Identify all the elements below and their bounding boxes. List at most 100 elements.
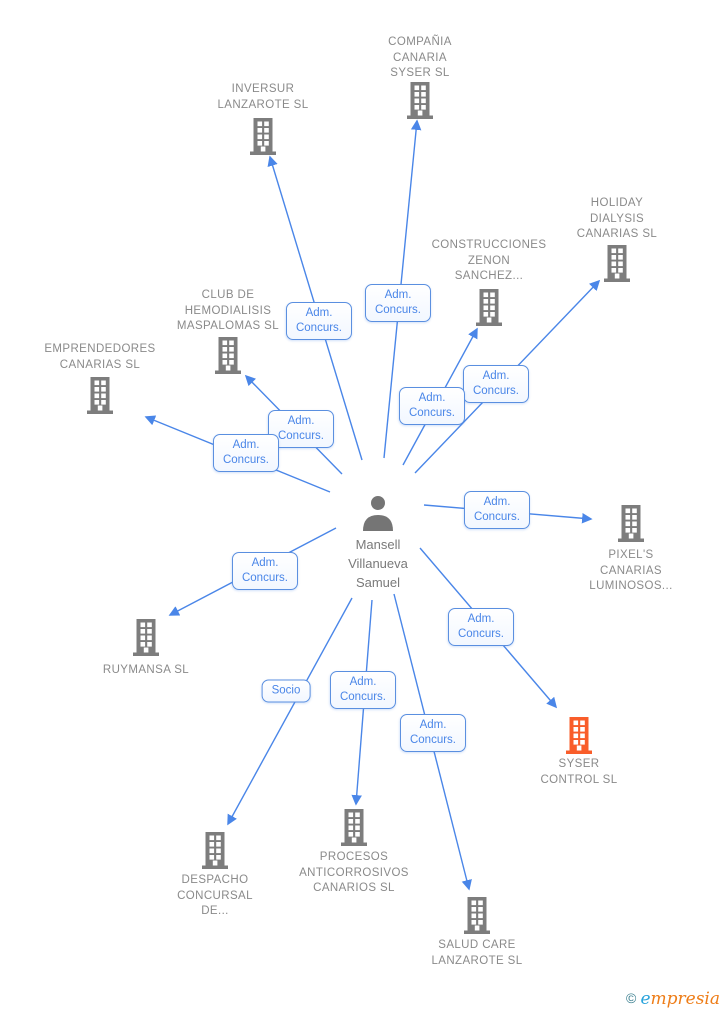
company-label-line: CANARIAS SL [576, 228, 658, 240]
edge-label-syser-control: Adm. Concurs. [447, 608, 515, 646]
edge-label-text: Concurs. [222, 454, 270, 466]
company-label-line: MASPALOMAS SL [176, 320, 280, 332]
company-label-line: PROCESOS [319, 851, 389, 863]
company-node-salud-care-lanzarote[interactable] [461, 896, 493, 939]
edge-label-pixels-canarias: Adm. Concurs. [463, 491, 531, 529]
edge-label-text: Concurs. [241, 572, 289, 584]
company-node-holiday-dialysis[interactable] [601, 244, 633, 287]
company-label-syser-control[interactable]: SYSER CONTROL SL [504, 757, 654, 788]
company-label-line: CANARIAS [600, 564, 662, 577]
company-label-emprendedores-canarias[interactable]: EMPRENDEDORES CANARIAS SL [25, 342, 175, 373]
edge-label-holiday-dialysis: Adm. Concurs. [462, 365, 530, 403]
company-label-procesos-anticorrosivos[interactable]: PROCESOS ANTICORROSIVOS CANARIOS SL [279, 850, 429, 897]
company-label-line: SYSER SL [390, 67, 450, 79]
company-node-compania-canaria-syser[interactable] [404, 81, 436, 124]
building-icon [133, 619, 159, 656]
building-icon [341, 809, 367, 846]
company-node-syser-control[interactable] [563, 716, 595, 759]
building-icon [215, 337, 241, 374]
building-icon [202, 832, 228, 869]
company-label-line: DESPACHO [181, 874, 249, 886]
company-label-line: CONTROL SL [540, 773, 618, 786]
edge-label-ruymansa: Adm. Concurs. [231, 552, 299, 590]
person-name-line: Samuel [355, 575, 401, 590]
company-label-line: LANZAROTE SL [217, 98, 309, 111]
building-icon [604, 245, 630, 282]
building-icon [407, 82, 433, 119]
company-label-line: SALUD CARE [438, 939, 516, 951]
edge-label-text: Adm. [419, 719, 447, 731]
edge-label-text: Adm. [287, 415, 315, 427]
company-label-compania-canaria-syser[interactable]: COMPAÑIA CANARIA SYSER SL [345, 35, 495, 82]
company-label-line: ANTICORROSIVOS [299, 866, 409, 879]
company-label-line: CANARIA [393, 51, 447, 64]
edge-label-text: Adm. [305, 307, 333, 319]
company-label-line: CANARIAS SL [59, 358, 141, 371]
company-node-inversur-lanzarote[interactable] [247, 117, 279, 160]
company-label-pixels-canarias[interactable]: PIXEL'S CANARIAS LUMINOSOS... [556, 548, 706, 595]
edge-label-compania-canaria-syser: Adm. Concurs. [364, 284, 432, 322]
company-label-line: CONSTRUCCIONES [431, 239, 547, 251]
person-icon[interactable] [360, 493, 396, 538]
person-name-line: Villanueva [348, 556, 408, 571]
edge-label-salud-care-lanzarote: Adm. Concurs. [399, 714, 467, 752]
person-name-line: Mansell [355, 537, 401, 552]
company-label-line: CANARIOS SL [313, 882, 395, 894]
edge-label-text: Adm. [418, 392, 446, 404]
person-name[interactable]: Mansell Villanueva Samuel [298, 535, 458, 592]
company-label-line: SANCHEZ... [454, 270, 524, 282]
company-label-line: CONCURSAL [177, 889, 253, 902]
company-label-line: CLUB DE [201, 289, 255, 301]
brand-footer[interactable]: © empresia [626, 989, 720, 1009]
edge-label-text: Adm. [251, 557, 279, 569]
company-label-line: HEMODIALISIS [184, 304, 272, 317]
company-label-line: LUMINOSOS... [589, 580, 673, 592]
company-label-construcciones-zenon[interactable]: CONSTRUCCIONES ZENON SANCHEZ... [414, 238, 564, 285]
company-label-club-hemodialisis[interactable]: CLUB DE HEMODIALISIS MASPALOMAS SL [153, 288, 303, 335]
edge-label-procesos-anticorrosivos: Adm.Concurs. [329, 671, 397, 709]
edge-label-text: Concurs. [457, 628, 505, 640]
edge-label-text: Socio [271, 684, 301, 697]
building-icon [566, 717, 592, 754]
edge-label-text: Concurs. [374, 304, 422, 316]
company-node-emprendedores-canarias[interactable] [84, 376, 116, 419]
company-label-line: ZENON [467, 254, 511, 267]
edge-label-text: Adm. [232, 439, 260, 451]
company-label-line: DIALYSIS [589, 212, 645, 225]
company-label-line: COMPAÑIA [388, 36, 452, 48]
company-label-despacho-concursal[interactable]: DESPACHO CONCURSAL DE... [140, 873, 290, 920]
company-label-ruymansa[interactable]: RUYMANSA SL [71, 663, 221, 679]
edge-label-text: Concurs. [472, 385, 520, 397]
building-icon [464, 897, 490, 934]
building-icon [476, 289, 502, 326]
edge-label-text: Adm. [482, 370, 510, 382]
edge-label-text: Adm. [483, 496, 511, 508]
edge-label-text: Concurs. [277, 430, 325, 442]
edge-label-text: Adm. [384, 289, 412, 301]
edge-label-construcciones-zenon: Adm. Concurs. [398, 387, 466, 425]
company-label-line: SYSER [558, 758, 600, 770]
company-label-line: HOLIDAY [590, 197, 644, 209]
company-node-procesos-anticorrosivos[interactable] [338, 808, 370, 851]
company-node-despacho-concursal[interactable] [199, 831, 231, 874]
company-label-line: INVERSUR [231, 83, 295, 95]
company-node-pixels-canarias[interactable] [615, 504, 647, 547]
edge-label-text: Concurs. [473, 511, 521, 523]
company-label-salud-care-lanzarote[interactable]: SALUD CARE LANZAROTE SL [402, 938, 552, 969]
edge-label-text: Concurs. [408, 407, 456, 419]
edge-label-text: Concurs. [409, 734, 457, 746]
company-node-ruymansa[interactable] [130, 618, 162, 661]
company-label-line: DE... [201, 905, 229, 917]
edge-label-text: Concurs. [295, 322, 343, 334]
company-label-inversur-lanzarote[interactable]: INVERSUR LANZAROTE SL [188, 82, 338, 113]
edge-label-text: Adm. [467, 613, 495, 625]
copyright-icon: © [625, 990, 637, 1006]
company-node-construcciones-zenon[interactable] [473, 288, 505, 331]
company-label-line: EMPRENDEDORES [44, 343, 156, 355]
edge-label-text: Adm. [349, 676, 377, 688]
company-label-holiday-dialysis[interactable]: HOLIDAY DIALYSIS CANARIAS SL [542, 196, 692, 243]
company-label-line: PIXEL'S [608, 549, 654, 561]
company-label-line: LANZAROTE SL [431, 954, 523, 967]
company-node-club-hemodialisis[interactable] [212, 336, 244, 379]
